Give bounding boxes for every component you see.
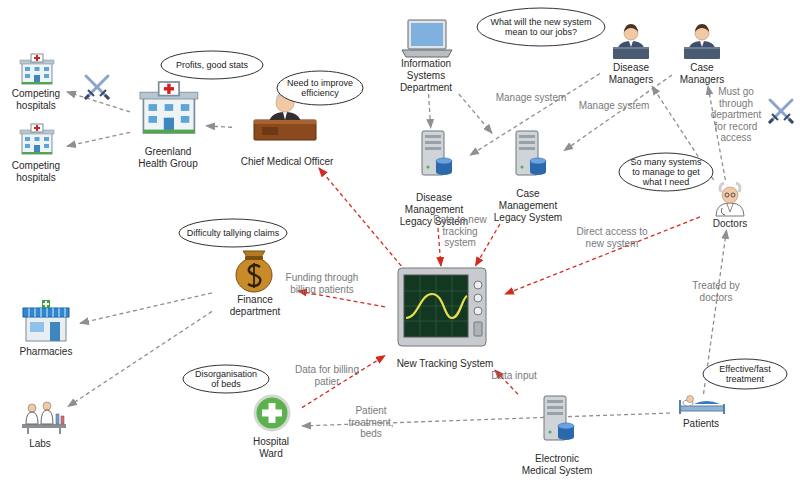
node-label: New Tracking System bbox=[397, 358, 494, 370]
edge-label: Data input bbox=[486, 370, 542, 382]
hospital-icon bbox=[20, 124, 54, 154]
edge-label: Manage system bbox=[578, 100, 650, 112]
bubble-text: Disorganisation of beds bbox=[190, 369, 262, 389]
doctor-icon bbox=[716, 183, 744, 216]
edge-label: Data to new tracking system bbox=[433, 214, 487, 249]
hospital-building-icon bbox=[140, 82, 198, 133]
entity-node: Greenland Health Group bbox=[130, 78, 206, 170]
edge-label: Must go through department for record ac… bbox=[704, 86, 768, 144]
edge-label: Data for billing patier bbox=[288, 364, 366, 387]
entity-node: Pharmacies bbox=[12, 304, 80, 358]
dashed-arrow bbox=[206, 126, 232, 127]
bubble-ellipse bbox=[183, 365, 269, 393]
crossed-swords bbox=[85, 76, 109, 99]
node-label: Hospital Ward bbox=[240, 436, 302, 460]
entity-node: Disease Managers bbox=[600, 22, 662, 86]
entity-node: New Tracking System bbox=[385, 266, 505, 370]
monitor-icon bbox=[398, 268, 486, 346]
server-icon bbox=[544, 396, 574, 440]
dashed-arrow bbox=[429, 94, 431, 128]
node-label: Case Managers bbox=[672, 62, 732, 86]
entity-node: Information Systems Department bbox=[390, 16, 462, 94]
dashed-arrow bbox=[459, 94, 492, 133]
patient-bed-icon bbox=[680, 396, 724, 415]
entity-node: Doctors bbox=[700, 180, 760, 230]
entity-node: Chief Medical Officer bbox=[232, 92, 342, 168]
bubble-text: Need to improve efficiency bbox=[284, 78, 356, 98]
node-label: Finance department bbox=[212, 294, 298, 318]
money-bag-icon bbox=[236, 251, 272, 292]
dashed-arrow bbox=[438, 228, 441, 266]
bubble-text: Difficulty tallying claims bbox=[187, 228, 279, 238]
entity-node: Patients bbox=[670, 394, 732, 430]
pharmacy-icon bbox=[23, 300, 69, 341]
edge-label: Patient treatment, beds bbox=[342, 405, 400, 440]
entity-node: Hospital Ward bbox=[240, 394, 302, 460]
entity-node: Competing hospitals bbox=[5, 52, 67, 112]
entity-node: Case Managers bbox=[672, 22, 732, 86]
dashed-arrow bbox=[319, 168, 401, 266]
server-icon bbox=[422, 131, 452, 175]
edge-label: Treated by doctors bbox=[688, 280, 744, 303]
entity-node: Case Management Legacy System bbox=[492, 128, 564, 224]
crossed-swords bbox=[769, 100, 793, 123]
speech-bubble: So many systems to manage to get what I … bbox=[618, 152, 714, 192]
entity-node: Competing hospitals bbox=[5, 122, 67, 184]
ward-icon bbox=[255, 396, 289, 430]
bubble-text: Effective/fast treatment bbox=[710, 364, 780, 384]
node-label: Patients bbox=[683, 418, 719, 430]
dashed-arrow bbox=[505, 217, 700, 294]
dashed-arrow bbox=[475, 224, 500, 266]
dashed-arrow bbox=[67, 92, 130, 112]
entity-node: Labs bbox=[12, 400, 68, 450]
dashed-arrow bbox=[67, 132, 130, 146]
lab-staff-icon bbox=[22, 402, 66, 434]
dashed-arrow bbox=[302, 356, 385, 408]
node-label: Competing hospitals bbox=[5, 160, 67, 184]
edge-label: Manage system bbox=[495, 92, 567, 104]
bubble-ellipse bbox=[703, 359, 787, 389]
bubble-ellipse bbox=[277, 71, 363, 105]
bubble-ellipse bbox=[619, 153, 713, 191]
entity-node: Finance department bbox=[212, 248, 298, 318]
node-label: Pharmacies bbox=[20, 346, 73, 358]
dashed-arrow bbox=[564, 75, 672, 151]
bubble-text: So many systems to manage to get what I … bbox=[626, 157, 706, 187]
edge-label: Funding through billing patients bbox=[280, 272, 364, 295]
speech-bubble: Profits, good stats bbox=[160, 50, 264, 80]
entity-node: Disease Management Legacy System bbox=[398, 128, 470, 228]
laptop-icon bbox=[402, 20, 452, 57]
node-label: Competing hospitals bbox=[5, 88, 67, 112]
node-label: Electronic Medical System bbox=[518, 453, 596, 477]
dashed-arrow bbox=[80, 293, 212, 323]
speech-bubble: Effective/fast treatment bbox=[702, 358, 788, 390]
speech-bubble: What will the new system mean to our job… bbox=[476, 7, 606, 47]
hospital-icon bbox=[20, 54, 54, 84]
node-label: Disease Managers bbox=[600, 62, 662, 86]
speech-bubble: Need to improve efficiency bbox=[276, 70, 364, 106]
dashed-arrow bbox=[68, 311, 212, 406]
node-label: Information Systems Department bbox=[390, 58, 462, 94]
node-label: Chief Medical Officer bbox=[241, 156, 334, 168]
bubble-ellipse bbox=[179, 219, 287, 247]
bubble-ellipse bbox=[477, 8, 605, 46]
edge-label: Direct access to new system bbox=[572, 226, 652, 249]
server-icon bbox=[516, 131, 546, 175]
node-label: Case Management Legacy System bbox=[492, 188, 564, 224]
node-label: Doctors bbox=[713, 218, 747, 230]
speech-bubble: Disorganisation of beds bbox=[182, 364, 270, 394]
entity-node: Electronic Medical System bbox=[518, 393, 596, 477]
bubble-text: Profits, good stats bbox=[176, 60, 248, 70]
node-label: Greenland Health Group bbox=[130, 146, 206, 170]
manager-icon bbox=[684, 24, 720, 59]
bubble-text: What will the new system mean to our job… bbox=[484, 17, 598, 37]
speech-bubble: Difficulty tallying claims bbox=[178, 218, 288, 248]
bubble-ellipse bbox=[161, 51, 263, 79]
node-label: Labs bbox=[29, 438, 51, 450]
manager-icon bbox=[613, 24, 649, 59]
